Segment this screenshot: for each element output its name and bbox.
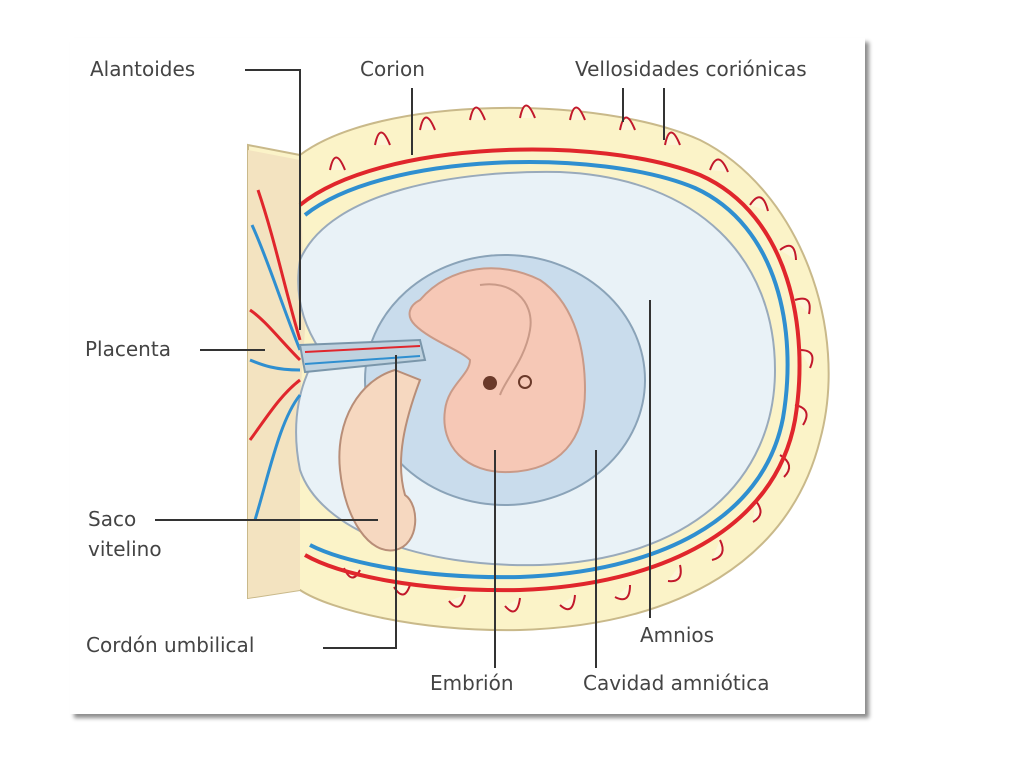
yolk-sac-shape — [338, 368, 422, 552]
label-amnios: Amnios — [640, 623, 715, 647]
label-cordon: Cordón umbilical — [86, 633, 255, 657]
embryo-tail — [479, 283, 532, 396]
label-vellosidades: Vellosidades coriónicas — [575, 57, 807, 81]
label-cavidad: Cavidad amniótica — [583, 671, 770, 695]
chorion-artery — [298, 147, 802, 593]
chorionic-villi — [329, 104, 814, 613]
stalk-artery — [304, 345, 421, 353]
embryo-otic — [518, 375, 532, 389]
label-placenta: Placenta — [85, 337, 171, 361]
stalk-vein — [304, 355, 421, 365]
embryo-eye — [483, 376, 497, 390]
label-saco-line2: vitelino — [88, 537, 162, 561]
leader-lines — [155, 69, 665, 668]
chorion-vein — [303, 159, 790, 580]
label-alantoides: Alantoides — [90, 57, 196, 81]
placenta-vessels — [248, 189, 302, 521]
leader-alantoides — [245, 69, 301, 330]
label-embrion: Embrión — [430, 671, 514, 695]
label-corion: Corion — [360, 57, 425, 81]
embryo-shape — [408, 267, 587, 474]
placenta-region — [248, 150, 305, 598]
leader-cordon — [323, 355, 397, 649]
label-saco-line1: Saco — [88, 507, 137, 531]
